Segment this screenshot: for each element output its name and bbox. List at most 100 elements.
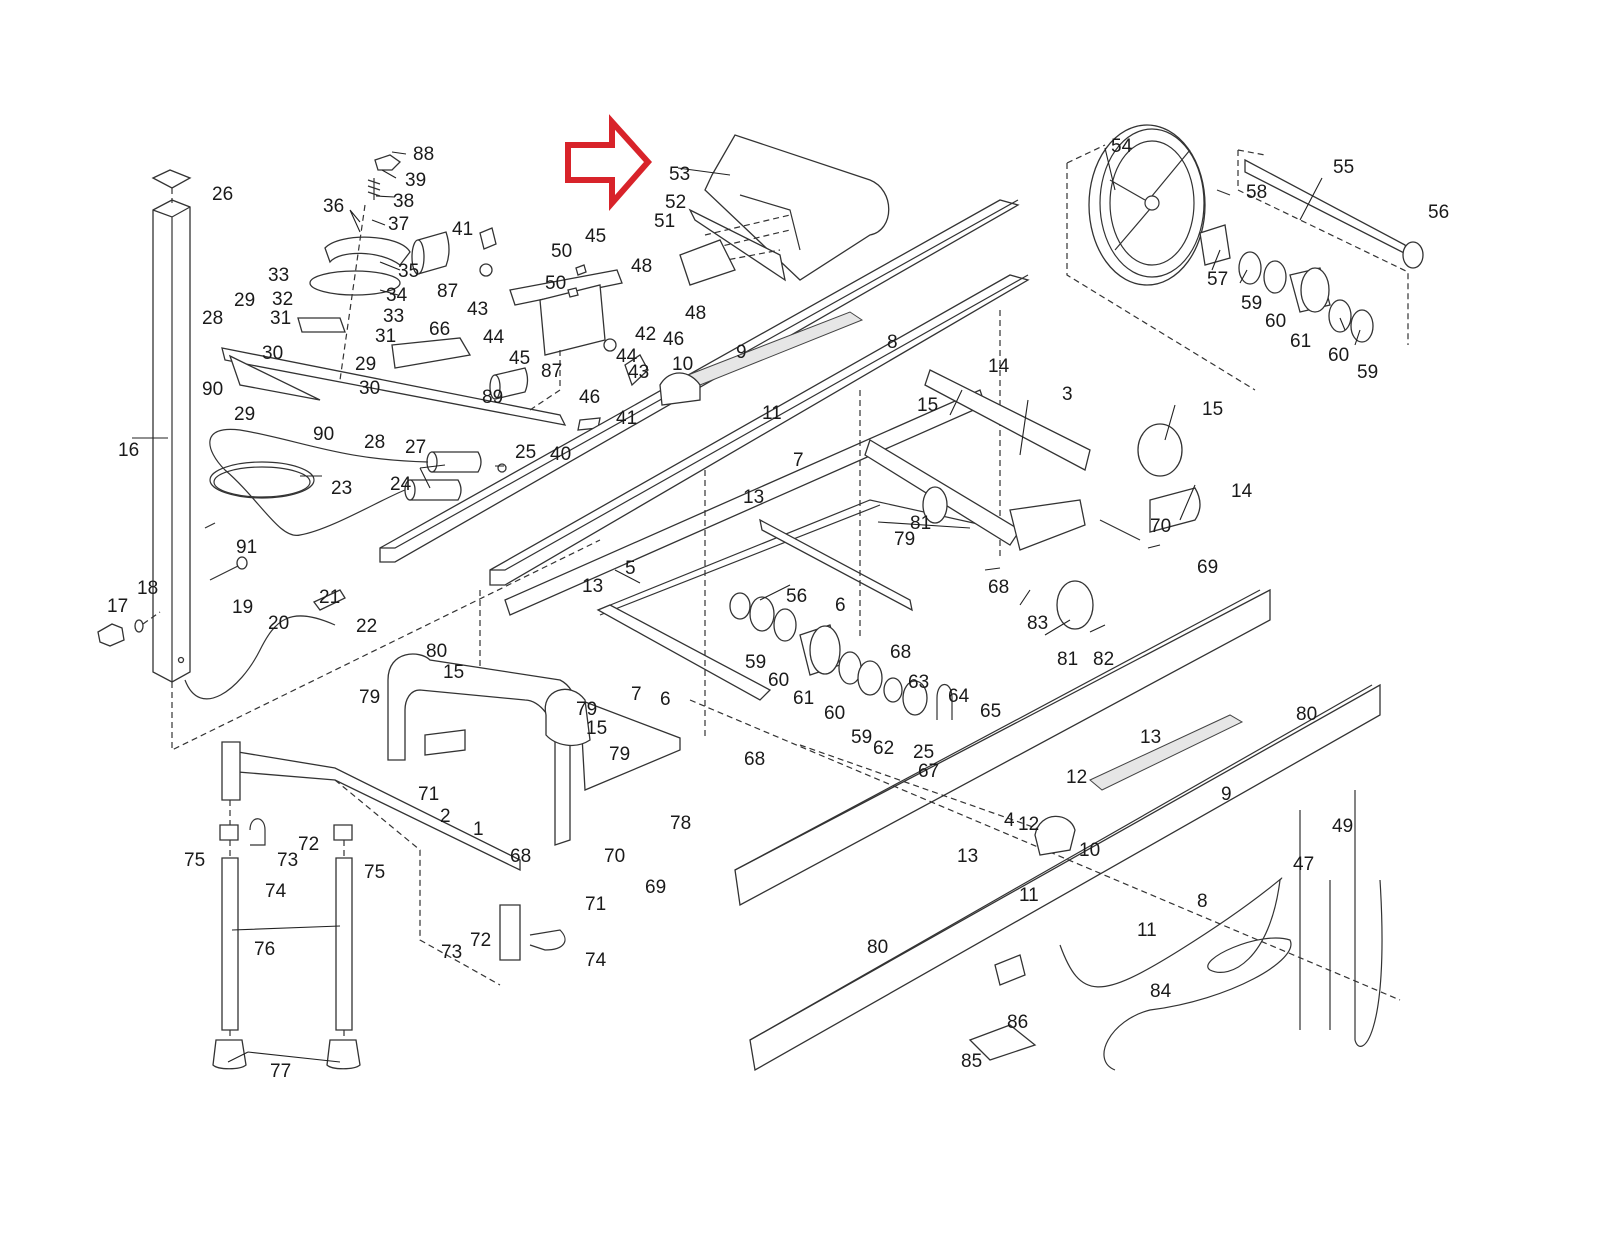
- part-label-5: 5: [625, 558, 636, 579]
- step-treads: [659, 311, 1244, 856]
- part-label-47: 47: [1293, 854, 1314, 875]
- part-label-51: 51: [654, 211, 675, 232]
- part-label-25: 25: [515, 442, 536, 463]
- part-label-46: 46: [663, 329, 684, 350]
- part-label-79: 79: [609, 744, 630, 765]
- flywheel-assembly: [1066, 124, 1424, 391]
- part-label-85: 85: [961, 1051, 982, 1072]
- part-label-87: 87: [437, 281, 458, 302]
- part-label-43: 43: [628, 362, 649, 383]
- part-label-40: 40: [550, 444, 571, 465]
- part-label-15: 15: [586, 718, 607, 739]
- part-label-57: 57: [1207, 269, 1228, 290]
- part-label-32: 32: [272, 289, 293, 310]
- part-label-28: 28: [364, 432, 385, 453]
- part-label-21: 21: [319, 587, 340, 608]
- lower-cable: [184, 589, 346, 700]
- part-label-65: 65: [980, 701, 1001, 722]
- part-label-15: 15: [917, 395, 938, 416]
- part-label-29: 29: [234, 290, 255, 311]
- part-label-60: 60: [768, 670, 789, 691]
- part-label-37: 37: [388, 214, 409, 235]
- part-label-38: 38: [393, 191, 414, 212]
- part-label-1: 1: [473, 819, 484, 840]
- part-label-42: 42: [635, 324, 656, 345]
- part-label-49: 49: [1332, 816, 1353, 837]
- part-label-52: 52: [665, 192, 686, 213]
- part-label-80: 80: [426, 641, 447, 662]
- upright-column: [151, 169, 601, 751]
- part-label-14: 14: [988, 356, 1010, 377]
- part-label-89: 89: [482, 387, 503, 408]
- part-label-6: 6: [660, 689, 671, 710]
- part-label-13: 13: [957, 846, 978, 867]
- front-base: [221, 653, 681, 986]
- part-label-54: 54: [1111, 136, 1133, 157]
- part-label-68: 68: [890, 642, 911, 663]
- part-label-63: 63: [908, 672, 929, 693]
- part-label-8: 8: [887, 332, 898, 353]
- part-label-48: 48: [631, 256, 652, 277]
- part-labels: 8839383637353433333231312930289029302990…: [107, 136, 1449, 1082]
- part-label-90: 90: [202, 379, 223, 400]
- part-label-45: 45: [585, 226, 606, 247]
- part-label-44: 44: [616, 346, 638, 367]
- part-label-41: 41: [616, 408, 637, 429]
- part-label-2: 2: [440, 806, 451, 827]
- part-label-22: 22: [356, 616, 377, 637]
- part-label-70: 70: [1150, 516, 1171, 537]
- part-label-61: 61: [793, 688, 814, 709]
- part-label-12: 12: [1066, 767, 1087, 788]
- part-label-82: 82: [1093, 649, 1114, 670]
- part-label-7: 7: [793, 450, 804, 471]
- part-label-44: 44: [483, 327, 505, 348]
- part-label-15: 15: [1202, 399, 1223, 420]
- part-label-7: 7: [631, 684, 642, 705]
- part-label-60: 60: [1328, 345, 1349, 366]
- part-label-17: 17: [107, 596, 128, 617]
- part-label-39: 39: [405, 170, 426, 191]
- part-label-8: 8: [1197, 891, 1208, 912]
- part-label-43: 43: [467, 299, 488, 320]
- part-label-25: 25: [913, 742, 934, 763]
- part-label-29: 29: [234, 404, 255, 425]
- part-label-71: 71: [585, 894, 606, 915]
- part-label-48: 48: [685, 303, 706, 324]
- legs: [212, 800, 566, 1070]
- part-label-59: 59: [851, 727, 872, 748]
- part-label-30: 30: [359, 378, 380, 399]
- part-label-14: 14: [1231, 481, 1253, 502]
- part-label-74: 74: [585, 950, 607, 971]
- part-label-83: 83: [1027, 613, 1048, 634]
- part-label-53: 53: [669, 164, 690, 185]
- console-arm: [221, 154, 601, 431]
- part-label-81: 81: [1057, 649, 1078, 670]
- part-label-46: 46: [579, 387, 600, 408]
- part-label-13: 13: [582, 576, 603, 597]
- part-label-80: 80: [867, 937, 888, 958]
- part-label-59: 59: [745, 652, 766, 673]
- part-label-56: 56: [786, 586, 807, 607]
- part-label-11: 11: [762, 403, 782, 424]
- part-label-16: 16: [118, 440, 139, 461]
- part-label-80: 80: [1296, 704, 1317, 725]
- part-label-58: 58: [1246, 182, 1267, 203]
- roller-group: [729, 592, 953, 720]
- part-label-76: 76: [254, 939, 275, 960]
- part-label-13: 13: [1140, 727, 1161, 748]
- part-label-68: 68: [510, 846, 531, 867]
- handgrip-cable: [209, 428, 507, 536]
- part-label-45: 45: [509, 348, 530, 369]
- part-label-27: 27: [405, 437, 426, 458]
- part-label-75: 75: [184, 850, 205, 871]
- part-label-9: 9: [736, 342, 747, 363]
- part-label-24: 24: [390, 474, 412, 495]
- part-label-30: 30: [262, 343, 283, 364]
- part-label-23: 23: [331, 478, 352, 499]
- part-label-90: 90: [313, 424, 334, 445]
- part-label-55: 55: [1333, 157, 1354, 178]
- part-label-84: 84: [1150, 981, 1172, 1002]
- seat-carriage: [411, 227, 649, 411]
- part-label-31: 31: [270, 308, 291, 329]
